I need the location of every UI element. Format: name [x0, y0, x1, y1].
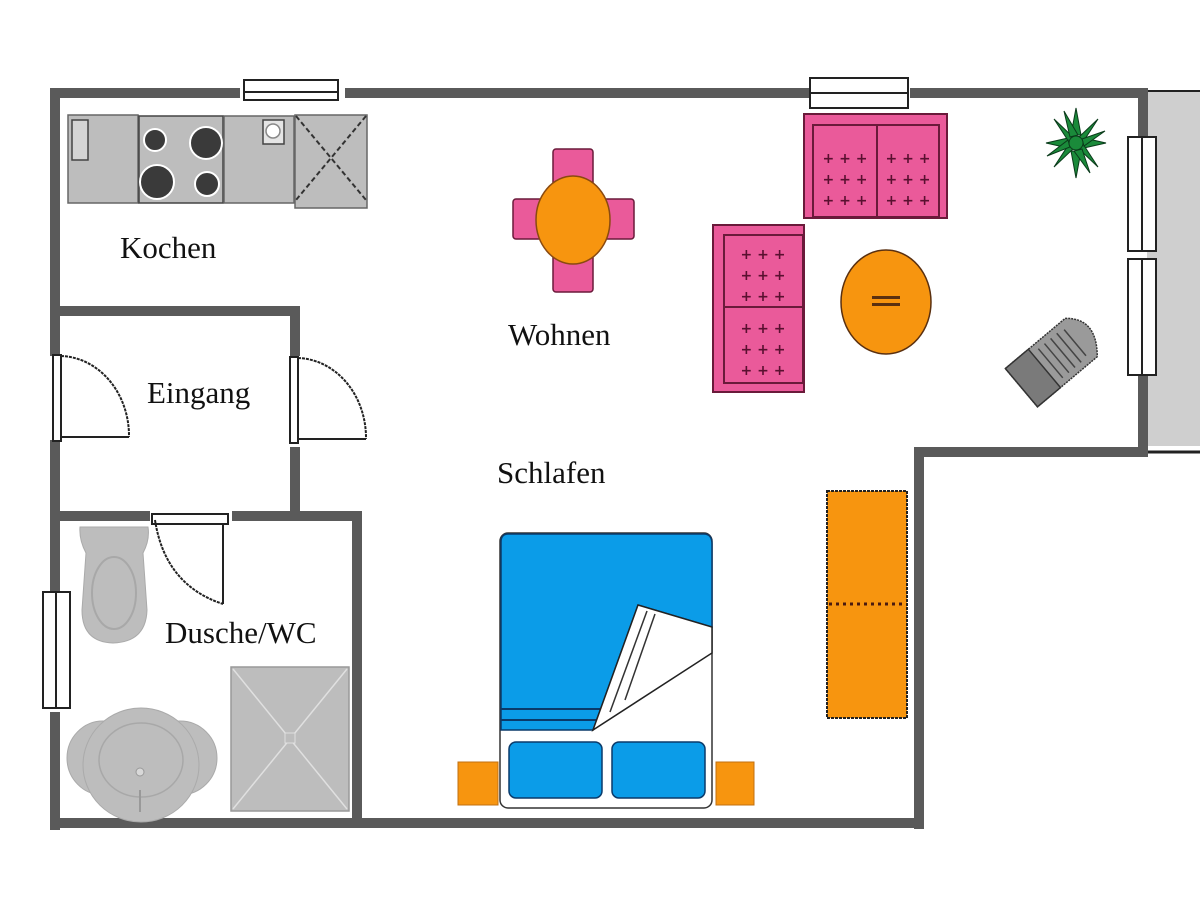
room-label-wohnen: Wohnen [508, 317, 611, 352]
toilet [79, 526, 149, 644]
room-label-dusche-wc: Dusche/WC [165, 615, 317, 650]
table-top [535, 175, 611, 265]
room-label-schlafen: Schlafen [497, 455, 606, 490]
walls [50, 88, 1148, 830]
sofa-top [803, 113, 948, 219]
window-kitchen [243, 79, 339, 101]
svg-text:+ + +: + + + [823, 193, 868, 209]
room-label-kochen: Kochen [120, 230, 217, 265]
kitchen-counter [67, 114, 368, 209]
nightstand-right [715, 761, 755, 806]
sofa-left [712, 224, 805, 393]
plant [1045, 107, 1107, 179]
burner [143, 128, 167, 152]
burner [139, 164, 175, 200]
svg-text:+ + +: + + + [823, 151, 868, 167]
window-balcony-1 [1127, 136, 1157, 252]
svg-text:+ + +: + + + [823, 172, 868, 188]
nightstand-left [457, 761, 499, 806]
svg-text:+ + +: + + + [886, 193, 931, 209]
window-balcony-2 [1127, 258, 1157, 376]
door-entrance-living [289, 356, 368, 444]
svg-text:+ + +: + + + [741, 268, 786, 284]
duvet-fold [591, 604, 713, 732]
shower-tray [230, 666, 350, 812]
washbasin [66, 707, 218, 823]
window-bathroom [42, 591, 71, 709]
sofa-cushion-pattern: + + + + + + + + + + + + + + + + + + + + + + +… [741, 151, 931, 379]
coffee-table-marks [872, 296, 900, 306]
svg-text:+ + +: + + + [741, 321, 786, 337]
dining-table [512, 148, 635, 293]
burner [189, 126, 223, 160]
coffee-table [840, 249, 932, 355]
pillow-right [611, 741, 706, 799]
pillow-left [508, 741, 603, 799]
doors [52, 354, 368, 605]
svg-text:+ + +: + + + [741, 289, 786, 305]
svg-text:+ + +: + + + [741, 342, 786, 358]
door-entrance-front [52, 354, 131, 442]
svg-text:+ + +: + + + [886, 151, 931, 167]
burner [194, 171, 220, 197]
svg-text:+ + +: + + + [741, 363, 786, 379]
wardrobe [826, 490, 908, 719]
armchair [1004, 317, 1099, 408]
double-bed [457, 532, 755, 809]
window-living [809, 77, 909, 109]
windows [42, 77, 1157, 709]
svg-text:+ + +: + + + [886, 172, 931, 188]
door-bathroom [151, 513, 229, 605]
room-label-eingang: Eingang [147, 375, 251, 410]
svg-text:+ + +: + + + [741, 247, 786, 263]
